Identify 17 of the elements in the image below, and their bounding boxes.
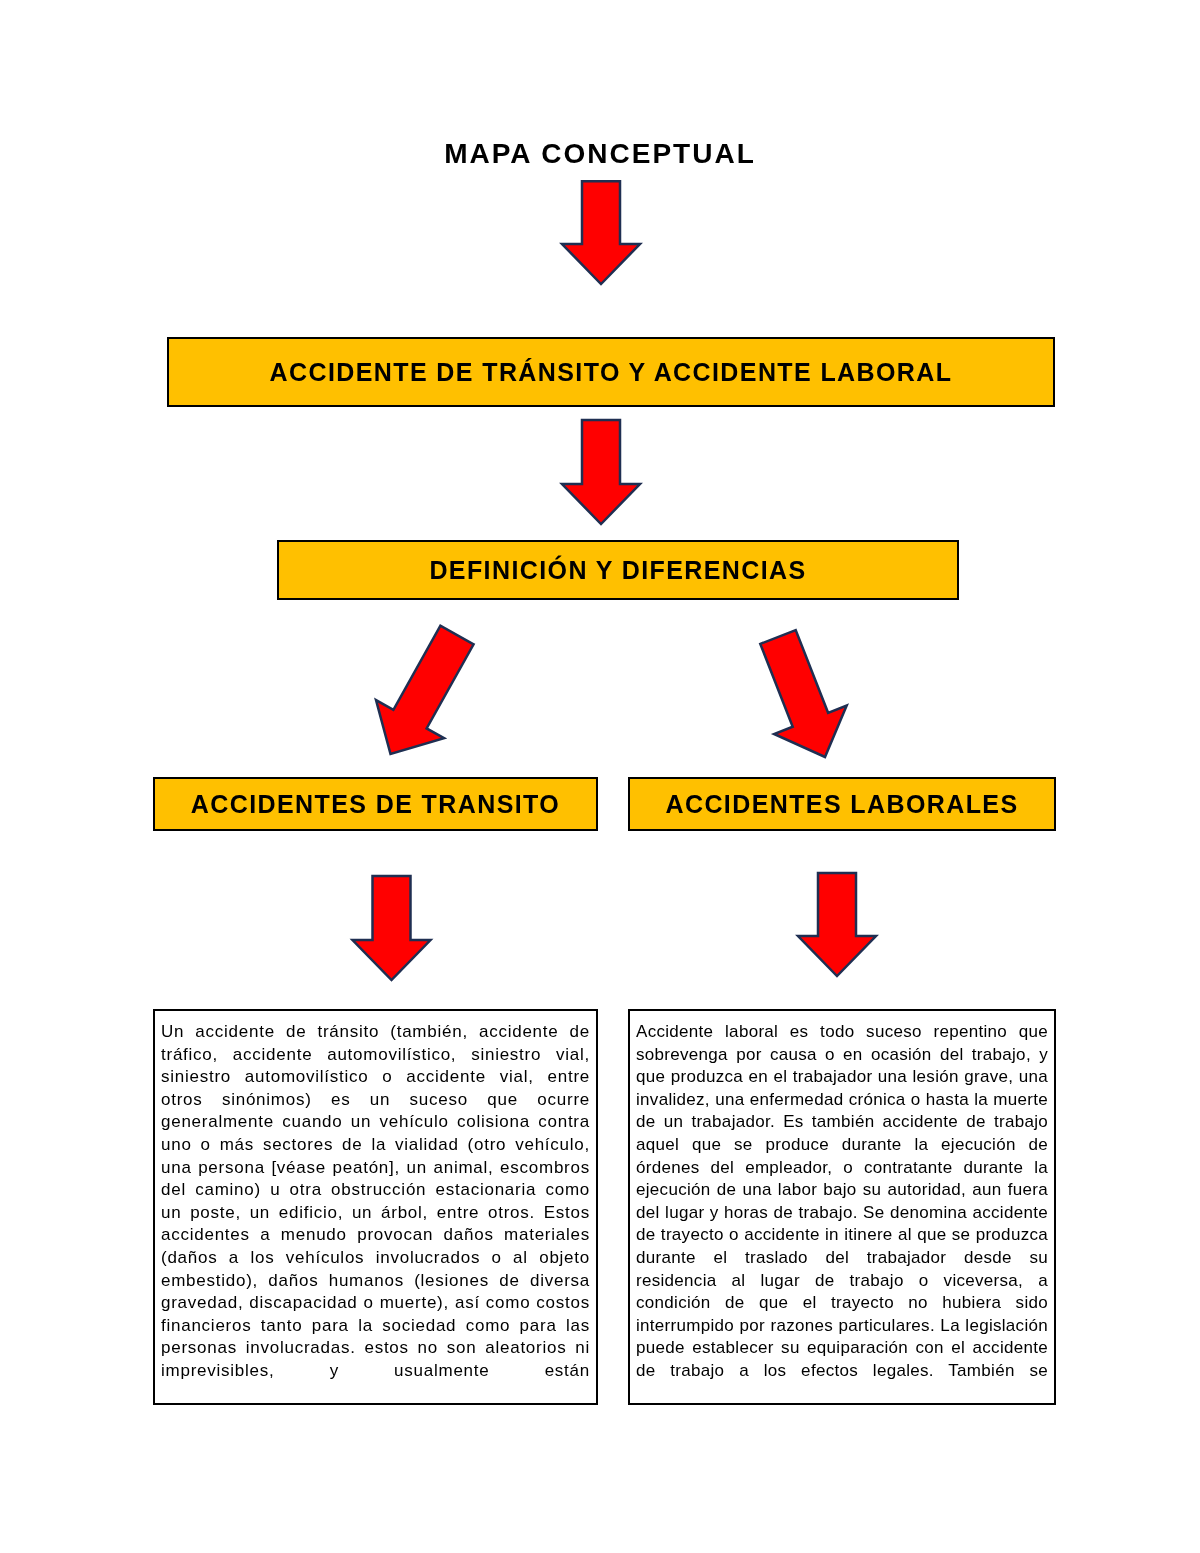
concept-box [153,777,598,831]
concept-box [628,777,1056,831]
box-heading: DEFINICIÓN Y DIFERENCIAS [429,555,807,585]
block-arrow [758,628,849,759]
paragraph-text: Un accidente de tránsito (también, accidente de tráfico, accidente automovilístico, siniestro vial, siniestro automovilístico o accidente vial, entre otros sinónimos) es un suceso que ocurre generalmente cuando un vehículo colisiona contra uno o más sectores de la vialidad (otro vehículo, una persona [véase peatón], un animal, escombros del camino) u otra obstrucción estacionaria como un poste, un edificio, un árbol, entre otros. Estos accidentes a menudo provocan daños materiales (daños a los vehículos involucrados o al objeto embestido), daños humanos (lesiones de diversa gravedad, discapacidad o muerte), así como costos financieros tanto para la sociedad como para las personas involucradas. estos no son aleatorios ni imprevisibles, y usualmente están [161,1021,590,1382]
block-arrow [374,624,476,756]
box-heading: ACCIDENTE DE TRÁNSITO Y ACCIDENTE LABORAL [269,357,953,387]
box-heading: ACCIDENTES LABORALES [665,789,1019,819]
concept-box [167,337,1055,407]
block-arrow [349,874,434,982]
concept-box [277,540,959,600]
map-title: MAPA CONCEPTUAL [444,138,756,171]
box-heading: ACCIDENTES DE TRANSITO [190,789,561,819]
block-arrow [795,871,879,978]
block-arrow [559,179,643,286]
block-arrow [559,418,643,526]
paragraph-text: Accidente laboral es todo suceso repentino que sobrevenga por causa o en ocasión del trabajo, y que produzca en el trabajador una lesión grave, una invalidez, una enfermedad crónica o hasta la muerte de un trabajador. Es también accidente de trabajo aquel que se produce durante la ejecución de órdenes del empleador, o contratante durante la ejecución de una labor bajo su autoridad, aun fuera del lugar y horas de trabajo. Se denomina accidente de trayecto o accidente in itinere al que se produzca durante el traslado del trabajador desde su residencia al lugar de trabajo o viceversa, a condición de que el trayecto no hubiera sido interrumpido por razones particulares. La legislación puede establecer su equiparación con el accidente de trabajo a los efectos legales. También se [636,1021,1048,1382]
